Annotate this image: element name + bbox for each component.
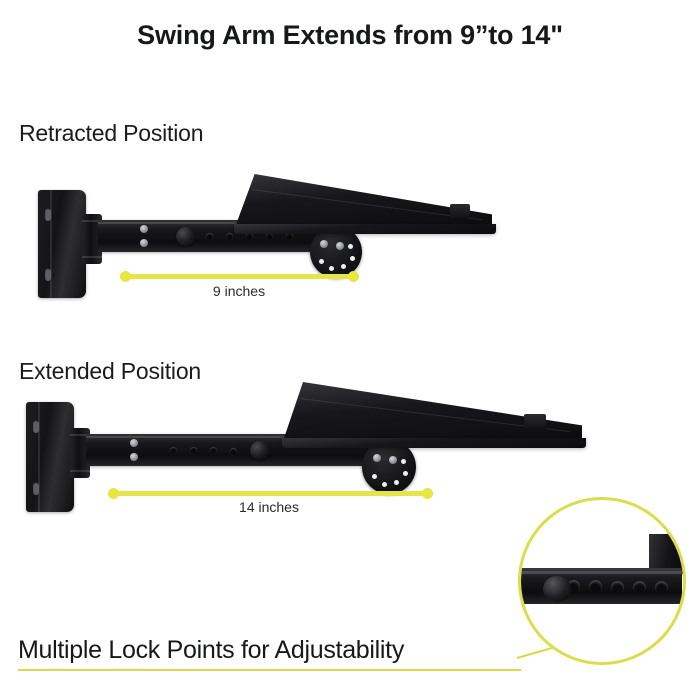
pivot-hinge bbox=[70, 428, 90, 478]
tilt-plate-screw bbox=[320, 240, 328, 248]
adjustment-knob bbox=[543, 576, 571, 602]
lock-hole bbox=[589, 580, 602, 593]
section-label-extended: Extended Position bbox=[19, 358, 202, 384]
lock-hole bbox=[170, 447, 177, 454]
tilt-hole bbox=[401, 459, 406, 464]
tilt-hole bbox=[341, 264, 346, 269]
hinge-band bbox=[70, 470, 90, 472]
tilt-adjust-plate bbox=[362, 440, 416, 494]
arm-screw bbox=[140, 225, 148, 233]
tv-plate-tab bbox=[524, 414, 546, 429]
dimension-line-extended bbox=[114, 491, 424, 496]
hinge-band bbox=[82, 220, 102, 222]
tv-plate-tab bbox=[450, 204, 470, 218]
zoom-callout-circle bbox=[518, 497, 686, 665]
tilt-hole bbox=[350, 256, 355, 261]
bracket-illustration-extended bbox=[26, 378, 586, 513]
tilt-hole bbox=[394, 480, 399, 485]
dimension-label-retracted: 9 inches bbox=[212, 283, 266, 299]
adjustment-knob bbox=[250, 441, 269, 460]
tilt-plate-screw bbox=[389, 456, 397, 464]
wall-plate-hole bbox=[45, 208, 51, 221]
callout-arm-post bbox=[649, 534, 683, 574]
tilt-hole bbox=[382, 482, 387, 487]
wall-plate-hole bbox=[33, 482, 39, 495]
lock-hole bbox=[190, 447, 197, 454]
hinge-band bbox=[82, 256, 102, 258]
lock-hole bbox=[266, 233, 273, 240]
tilt-hole bbox=[329, 266, 334, 271]
lock-hole bbox=[655, 581, 668, 594]
tv-mount-plate bbox=[282, 382, 582, 444]
tv-plate-lip bbox=[234, 224, 496, 234]
tv-mount-plate bbox=[234, 174, 492, 230]
dimension-endpoint-dot bbox=[108, 488, 119, 499]
dimension-endpoint-dot bbox=[120, 271, 131, 282]
wall-plate-hole bbox=[33, 420, 39, 433]
arm-screw bbox=[140, 239, 148, 247]
arm-screw bbox=[130, 453, 138, 461]
caption-underline bbox=[18, 669, 521, 671]
hinge-band bbox=[70, 434, 90, 436]
bracket-illustration-retracted bbox=[38, 168, 498, 298]
lock-hole bbox=[286, 233, 293, 240]
tilt-plate-screw bbox=[373, 454, 381, 462]
tilt-plate-screw bbox=[336, 242, 344, 250]
wall-plate-hole bbox=[45, 268, 51, 281]
lock-hole bbox=[611, 581, 624, 594]
lock-hole bbox=[230, 448, 237, 455]
adjustment-knob bbox=[176, 227, 195, 246]
lock-hole bbox=[246, 233, 253, 240]
dimension-line-retracted bbox=[126, 274, 352, 279]
tilt-adjust-plate bbox=[310, 226, 362, 278]
lock-hole bbox=[226, 233, 233, 240]
lock-hole bbox=[210, 447, 217, 454]
tv-plate-lip bbox=[282, 438, 586, 448]
wall-mount-plate bbox=[38, 190, 86, 298]
dimension-endpoint-dot bbox=[422, 488, 433, 499]
callout-caption: Multiple Lock Points for Adjustability bbox=[18, 636, 405, 664]
tilt-hole bbox=[348, 244, 353, 249]
wall-mount-plate bbox=[26, 402, 74, 512]
arm-screw bbox=[130, 439, 138, 447]
section-label-retracted: Retracted Position bbox=[19, 120, 204, 146]
page-title: Swing Arm Extends from 9”to 14" bbox=[137, 20, 563, 50]
tilt-hole bbox=[319, 259, 324, 264]
dimension-endpoint-dot bbox=[348, 271, 359, 282]
lock-hole bbox=[206, 233, 213, 240]
dimension-label-extended: 14 inches bbox=[239, 499, 299, 515]
pivot-hinge bbox=[82, 214, 102, 264]
tilt-hole bbox=[403, 471, 408, 476]
lock-hole bbox=[633, 581, 646, 594]
tilt-hole bbox=[372, 474, 377, 479]
